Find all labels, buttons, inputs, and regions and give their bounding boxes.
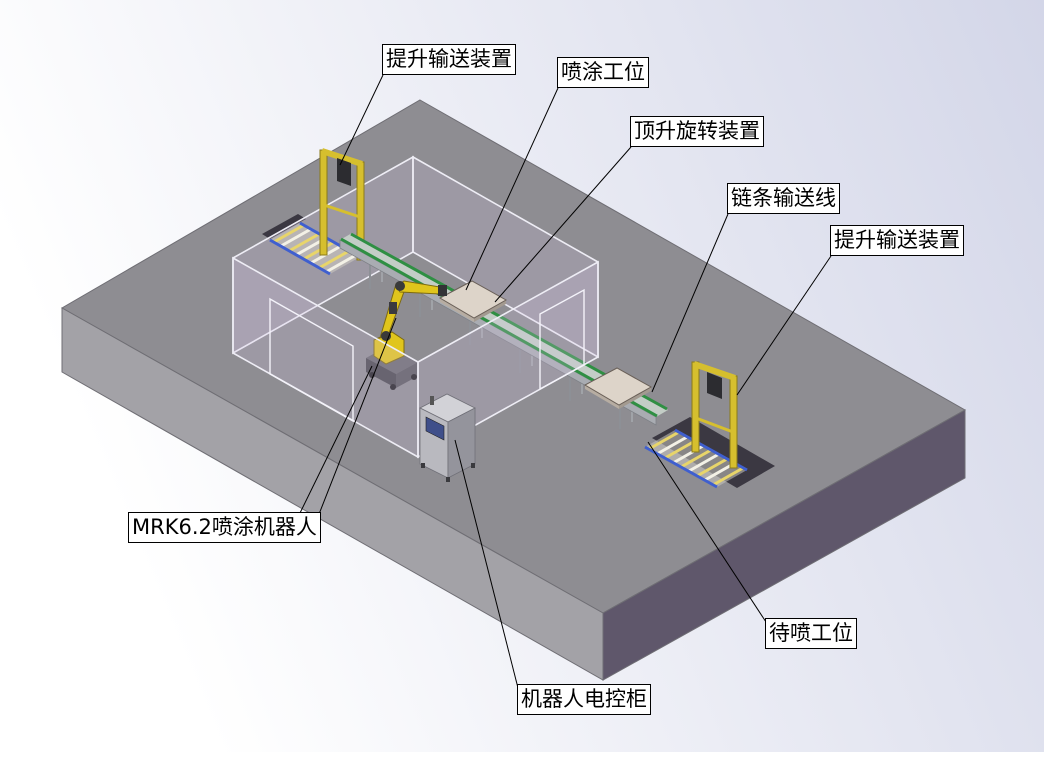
platform-top (438, 280, 508, 319)
robot-cart-left (366, 358, 396, 388)
conveyor-top-surface (340, 233, 668, 417)
leader-jacking-rotation (494, 146, 632, 303)
left-lift-unit (319, 148, 365, 261)
roller (656, 435, 688, 456)
robot-cart-right (396, 362, 418, 388)
left-lift-post-front (319, 149, 328, 256)
robot-arm-motor (389, 302, 397, 314)
right-lift-post-front (691, 361, 700, 453)
booth-conveyor-opening (539, 288, 585, 391)
left-roller-frame-front (269, 238, 331, 276)
label-chain-conveyor: 链条输送线 (727, 183, 840, 214)
right-roller-conveyor (644, 428, 748, 489)
cabinet-foot (446, 477, 450, 482)
cabinet-foot (471, 463, 475, 468)
right-roller-frame-front (644, 445, 718, 489)
roller (712, 466, 744, 487)
roller (680, 448, 712, 469)
roller (273, 223, 305, 244)
left-roller-bed (270, 223, 360, 274)
booth-door-opening (269, 297, 354, 423)
pallet-top (583, 367, 653, 406)
right-lift-hoist-motor (707, 372, 722, 399)
right-lift-unit (691, 361, 738, 469)
leader-lift-right (736, 255, 832, 396)
label-lift-conveyor-right: 提升输送装置 (830, 225, 964, 256)
pallet-edge-left (585, 385, 619, 409)
robot-joint (395, 281, 405, 291)
left-lift-top-beam (321, 148, 363, 167)
leader-control-cabinet (454, 439, 519, 689)
jacking-rotation-platform (438, 280, 508, 322)
leader-robot-arm (311, 317, 397, 533)
robot-spray-gun (438, 285, 447, 296)
leader-spray-station (465, 87, 559, 291)
cabinet-screen (425, 416, 445, 441)
label-waiting-station: 待喷工位 (765, 618, 857, 649)
platform-edge-left (440, 298, 474, 322)
robot-control-cabinet (419, 393, 476, 482)
roller (288, 232, 320, 253)
label-control-cabinet: 机器人电控柜 (517, 684, 651, 715)
robot-cart-wheel (390, 384, 396, 390)
platform-edge-right (474, 300, 506, 322)
right-lift-mid-beam (695, 416, 734, 434)
robot-cart-wheel (411, 374, 417, 380)
leader-robot-base (299, 365, 373, 514)
roller (648, 430, 680, 451)
label-jacking-rotation-unit: 顶升旋转装置 (630, 116, 764, 147)
roller (664, 439, 696, 460)
cabinet-antenna (430, 396, 434, 405)
left-roller-conveyor (269, 221, 361, 276)
left-lift-pit (262, 214, 306, 239)
left-lift-mid-beam (323, 203, 361, 219)
roller (303, 240, 335, 261)
cabinet-foot (421, 463, 425, 468)
right-lift-post-back (729, 375, 738, 469)
leader-lines (299, 74, 832, 689)
right-lift-top-beam (693, 361, 736, 381)
waiting-station-pallet (583, 367, 653, 409)
label-spray-robot: MRK6.2喷涂机器人 (128, 512, 321, 543)
floor-right-face (602, 409, 966, 681)
label-spray-station: 喷涂工位 (557, 57, 649, 88)
roller (318, 249, 350, 270)
leader-chain-conveyor (651, 213, 729, 393)
roller (325, 253, 357, 274)
leader-waiting-station (647, 441, 767, 623)
roller (280, 227, 312, 248)
robot-joint (381, 331, 391, 341)
leader-lift-left (339, 74, 384, 166)
pallet-edge-right (619, 387, 651, 409)
roller (688, 452, 720, 473)
roller (696, 457, 728, 478)
label-lift-conveyor-left: 提升输送装置 (382, 44, 516, 75)
